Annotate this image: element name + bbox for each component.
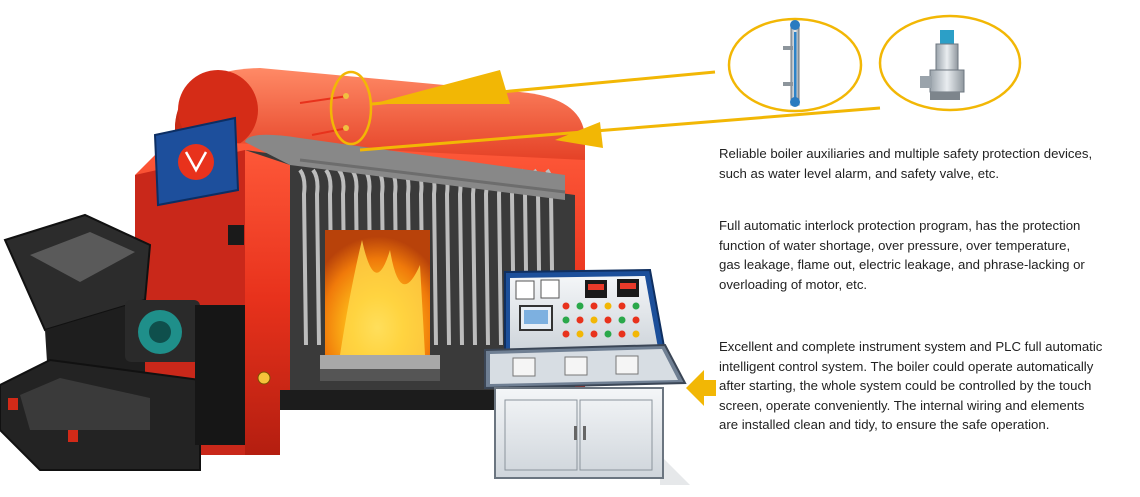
cutaway-interior <box>245 134 575 392</box>
indicator-light <box>590 330 598 338</box>
indicator-light <box>618 316 626 324</box>
feature-control-system: Excellent and complete instrument system… <box>719 339 1103 433</box>
feature-safety-devices: Reliable boiler auxiliaries and multiple… <box>719 146 1093 181</box>
arrow-to-safety-valve <box>359 106 881 152</box>
indicator-light <box>618 330 626 338</box>
indicator-light <box>562 316 570 324</box>
indicator-light <box>604 330 612 338</box>
indicator-light <box>632 316 640 324</box>
indicator-light <box>618 302 626 310</box>
indicator-light <box>562 302 570 310</box>
indicator-light <box>590 302 598 310</box>
arrow-to-control-cabinet <box>686 370 716 406</box>
water-level-gauge-callout <box>727 17 863 113</box>
coal-hopper <box>0 213 245 471</box>
indicator-light <box>632 330 640 338</box>
blue-door-panel <box>153 116 240 207</box>
indicator-light <box>576 330 584 338</box>
water-tube <box>311 168 321 346</box>
indicator-light <box>590 316 598 324</box>
indicator-light <box>576 316 584 324</box>
indicator-light <box>632 302 640 310</box>
safety-valve-callout <box>878 14 1022 112</box>
indicator-light <box>604 316 612 324</box>
feature-interlock-protection: Full automatic interlock protection prog… <box>719 218 1085 292</box>
water-tube <box>337 168 347 346</box>
indicator-light <box>576 302 584 310</box>
boiler-base <box>280 390 525 410</box>
water-tube <box>324 168 334 346</box>
arrow-to-water-level <box>371 70 716 106</box>
control-cabinet <box>484 268 690 485</box>
highlight-circle-drum <box>329 70 373 146</box>
drum-fittings <box>299 93 349 136</box>
indicator-lights <box>562 302 640 338</box>
indicator-light <box>562 330 570 338</box>
indicator-light <box>604 302 612 310</box>
water-tube <box>298 168 308 346</box>
